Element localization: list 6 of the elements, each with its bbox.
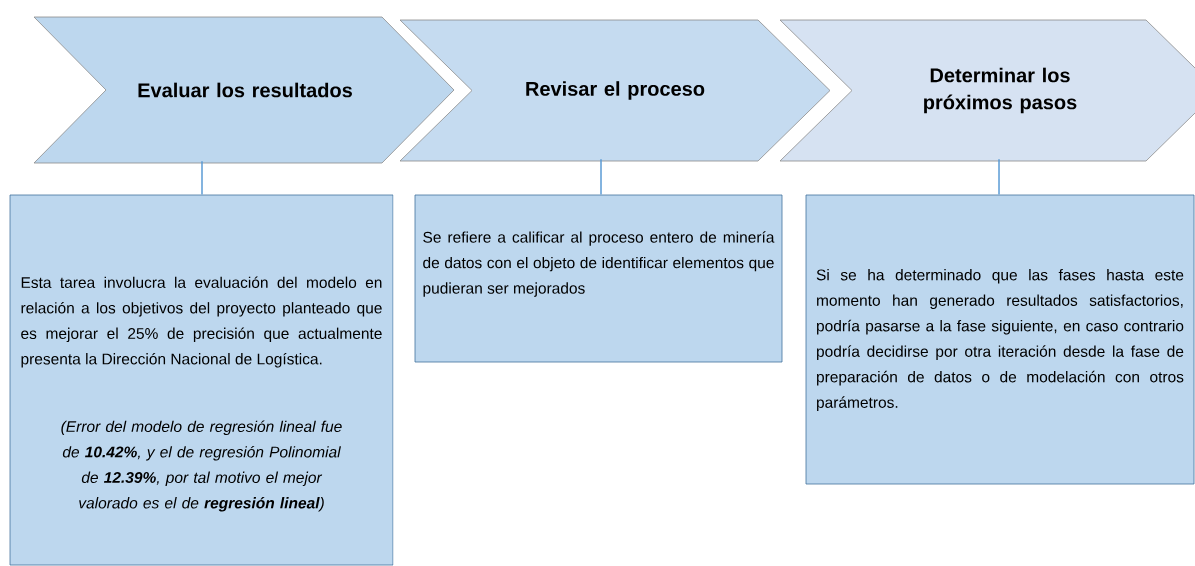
connector-line [998, 158, 1000, 196]
connector-line [201, 160, 203, 196]
connector-line [600, 158, 602, 196]
text-box: Esta tarea involucra la evaluación del modelo en relación a los objetivos del proyecto planteado que es mejorar el 25% de precisión que actualmente presenta la Dirección Nacional de Logística. (Error del modelo de regresión lineal fue de 10.42%, y el de regresión Polinomial de 12.39%, por tal motivo el mejor valorado es el de regresión lineal) [9, 194, 394, 566]
text-box: Si se ha determinado que las fases hasta este momento han generado resultados satisfactorios, podría pasarse a la fase siguiente, en caso contrario podría decidirse por otra iteración desde la fase de preparación de datos o de modelación con otros parámetros. [805, 194, 1195, 485]
text-box: Se refiere a calificar al proceso entero de minería de datos con el objeto de identificar elementos que pudieran ser mejorados [414, 194, 783, 363]
